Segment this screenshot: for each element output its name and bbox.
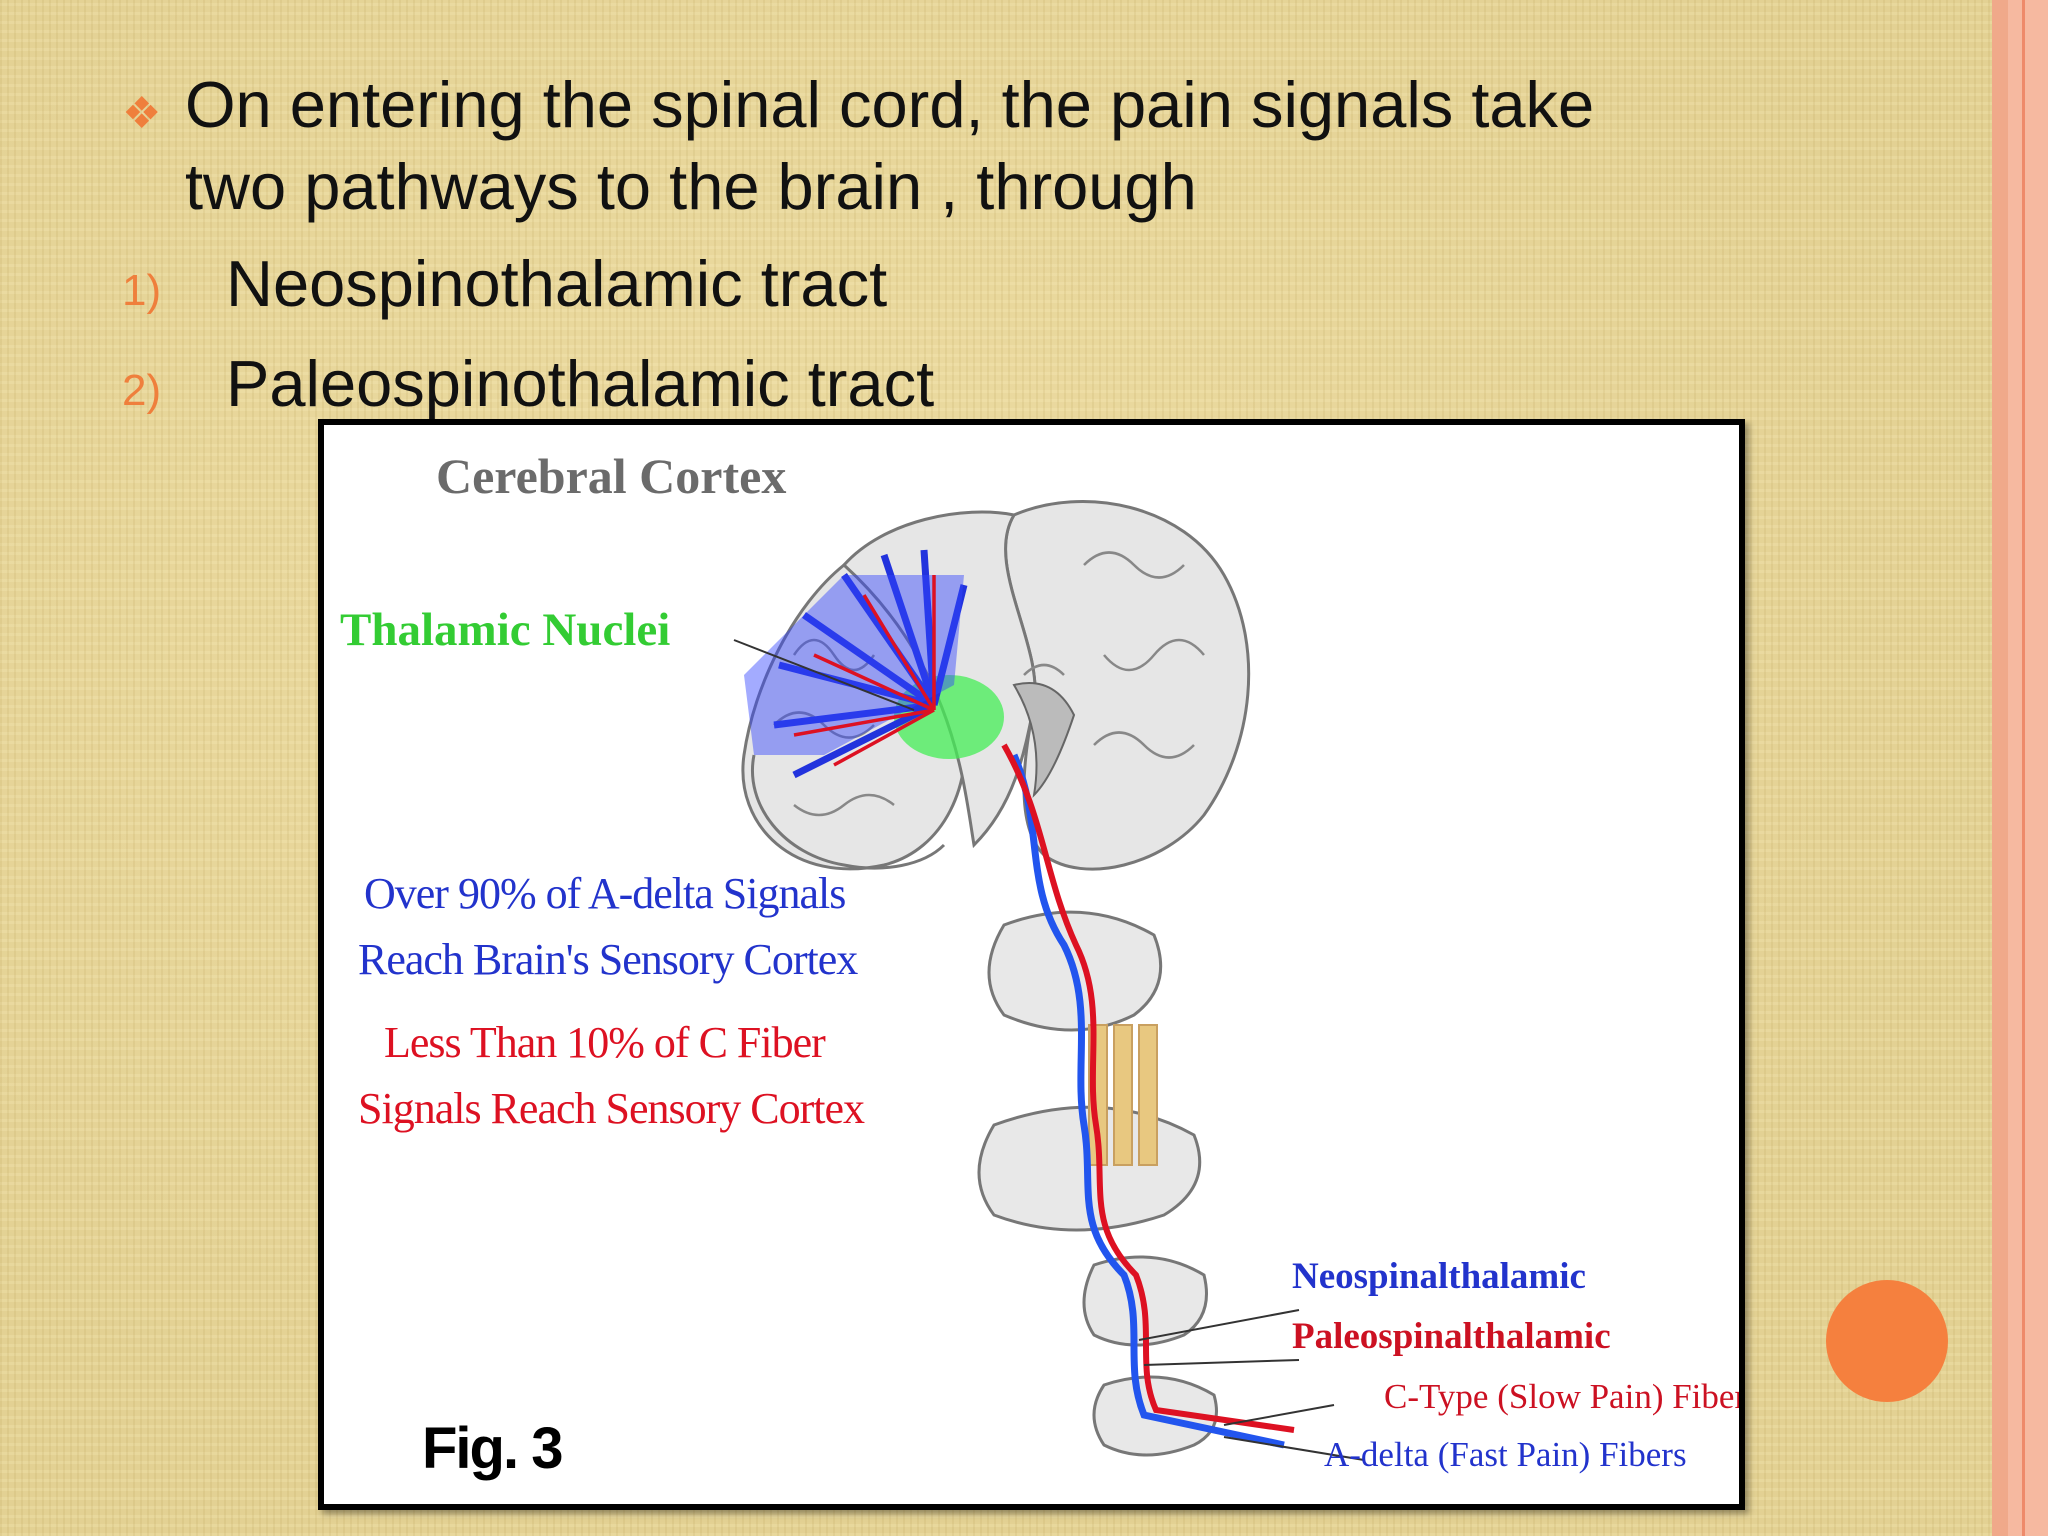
adelta-signal-line-1: Over 90% of A-delta Signals [364,869,846,918]
neospinothalamic-tract-line [1010,753,1285,1449]
list-number-2: 2) [122,366,162,415]
cfiber-signal-line-2: Signals Reach Sensory Cortex [358,1084,865,1133]
label-pointer-lines [1138,1309,1365,1461]
adelta-signal-line-2: Reach Brain's Sensory Cortex [358,935,858,984]
cortex-blue-area [744,575,964,755]
orange-circle-decoration [1826,1280,1948,1402]
right-edge-line [2022,0,2025,1536]
bullet-text-line-2: two pathways to the brain , through [185,150,1197,223]
figure-number-label: Fig. 3 [422,1416,563,1481]
pain-pathway-diagram [733,500,1365,1461]
brain-gyri-lines [773,551,1205,817]
c-type-fibers-label: C-Type (Slow Pain) Fibers [1384,1377,1745,1416]
cfiber-signal-line-1: Less Than 10% of C Fiber [384,1018,826,1067]
ventricle-shape [1012,682,1076,798]
thalamic-nuclei-label: Thalamic Nuclei [340,604,671,656]
cerebral-cortex-label: Cerebral Cortex [436,448,787,504]
adelta-fibers-label: A-delta (Fast Pain) Fibers [1324,1435,1687,1474]
list-item-neospinothalamic: Neospinothalamic tract [226,247,888,320]
diamond-bullet-icon: ❖ [122,89,162,138]
right-edge-strip [1992,0,2008,1536]
paleospinalthalamic-label: Paleospinalthalamic [1292,1316,1611,1357]
list-item-paleospinothalamic: Paleospinothalamic tract [226,347,935,420]
right-edge-band [2008,0,2048,1536]
paleospinothalamic-tract-line [1001,743,1295,1433]
c-fiber-cortex-projection [793,575,936,767]
bullet-text-line-1: On entering the spinal cord, the pain si… [185,68,1595,141]
neospinalthalamic-label: Neospinalthalamic [1292,1256,1586,1297]
thalamic-pointer-line [733,639,915,711]
list-number-1: 1) [122,266,162,315]
pain-pathway-figure: Cerebral Cortex Thalamic Nuclei Over 90%… [318,419,1745,1510]
